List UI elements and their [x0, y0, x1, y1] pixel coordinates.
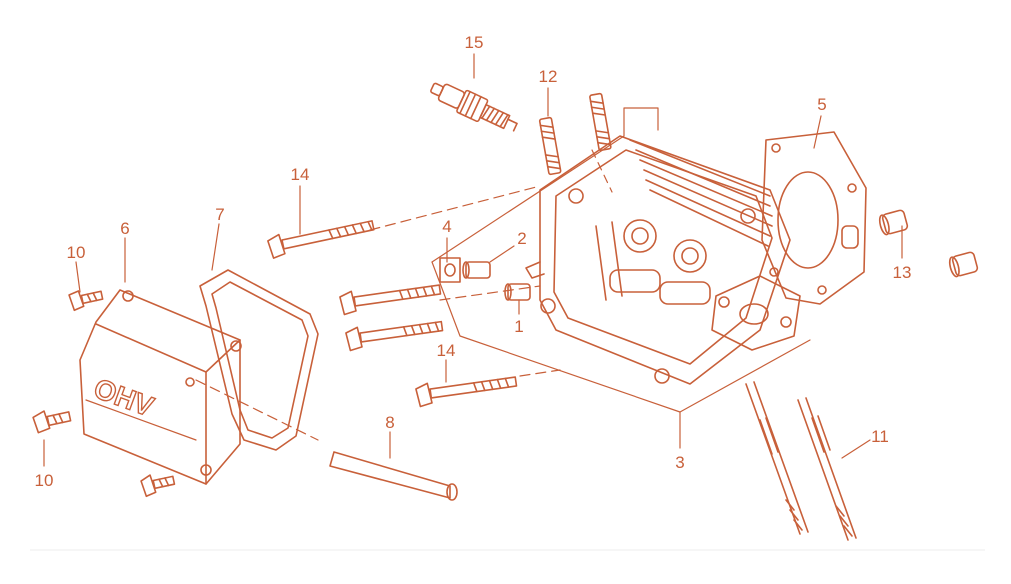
valve-cover: [79, 289, 242, 485]
cover-bolts: [32, 290, 176, 498]
cover-lettering: OHV: [90, 373, 158, 423]
callout-15: 15: [465, 33, 484, 52]
callout-6: 6: [120, 219, 129, 238]
callout-10-bottom: 10: [35, 471, 54, 490]
callout-1: 1: [514, 317, 523, 336]
callout-7: 7: [215, 205, 224, 224]
breather-tube: [329, 451, 458, 501]
callout-4: 4: [442, 217, 451, 236]
dowel-pin-1: [504, 283, 531, 301]
head-gasket: [761, 131, 867, 305]
callout-12: 12: [539, 67, 558, 86]
callout-2: 2: [517, 229, 526, 248]
spark-plug: [430, 82, 518, 132]
callout-8: 8: [385, 413, 394, 432]
head-bolts: [267, 220, 518, 408]
callout-14-top: 14: [291, 165, 310, 184]
callout-13: 13: [893, 263, 912, 282]
dowel-pin-2: [462, 261, 491, 279]
callout-10-top: 10: [67, 243, 86, 262]
callout-5: 5: [817, 95, 826, 114]
dowel-pins: [878, 209, 979, 278]
leader-lines: [43, 53, 903, 467]
callout-3: 3: [675, 453, 684, 472]
callout-14-bottom: 14: [437, 341, 456, 360]
stud-bolts-top: [538, 92, 612, 176]
push-rods: [745, 381, 857, 541]
cylinder-head-assembly: [525, 135, 801, 385]
ring-4: [439, 257, 461, 283]
callout-11: 11: [871, 427, 889, 446]
